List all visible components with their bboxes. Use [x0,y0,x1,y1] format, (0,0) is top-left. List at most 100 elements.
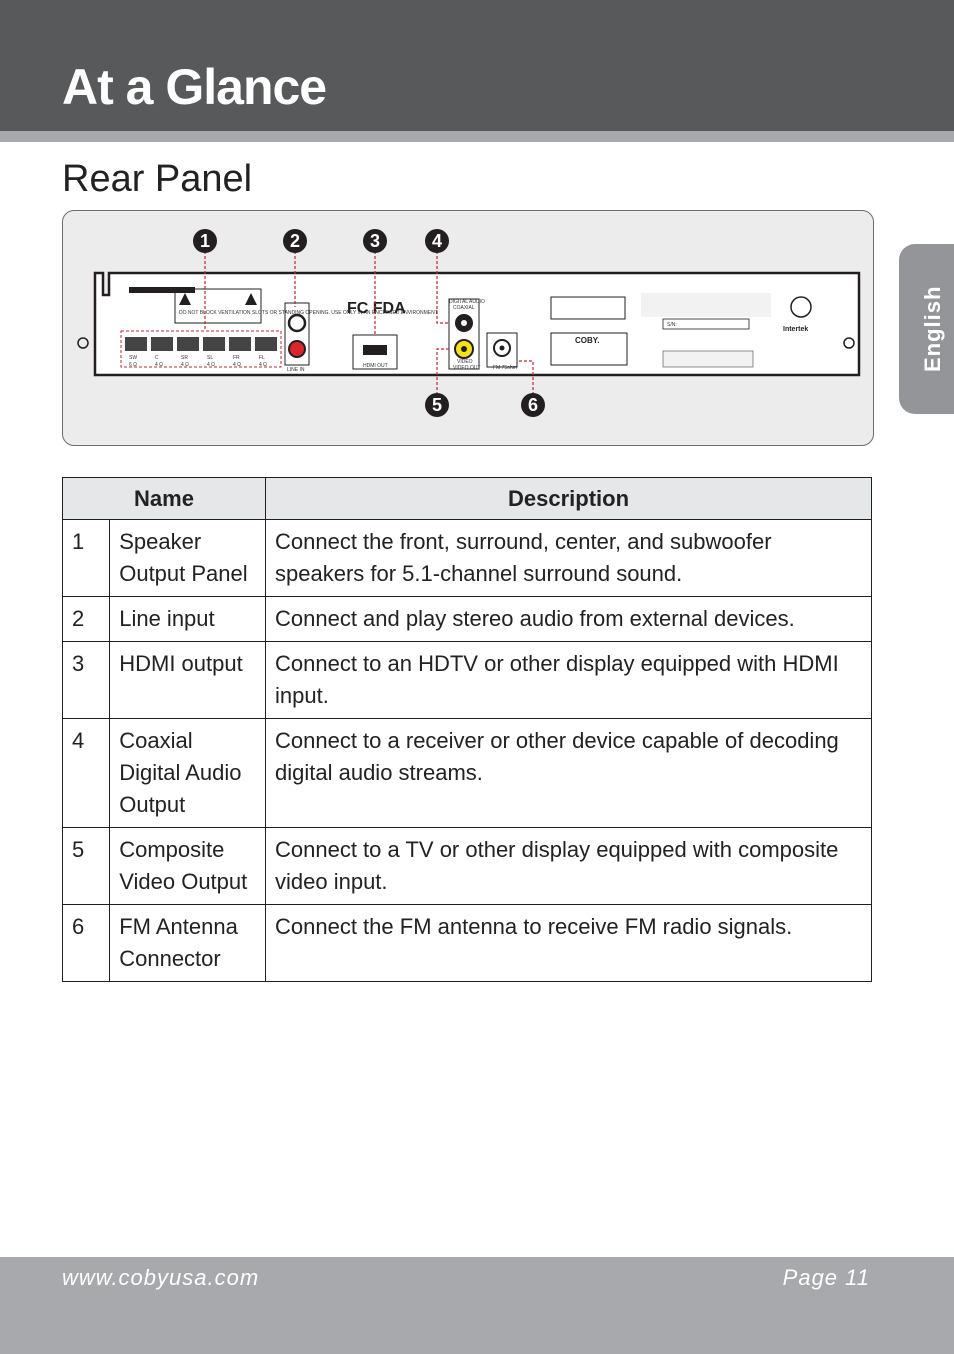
connections-table: Name Description 1 Speaker Output Panel … [61,477,872,982]
row-description: Connect to an HDTV or other display equi… [265,641,872,719]
row-description: Connect the front, surround, center, and… [265,519,872,597]
terminal-c [151,337,173,351]
ohm-label-fr: 4 Ω [233,362,241,368]
speaker-terminals: SW C SR SL FR FL 6 Ω 4 Ω 4 Ω 4 Ω 4 Ω 4 Ω [125,337,277,368]
table-row: 1 Speaker Output Panel Connect the front… [61,519,872,597]
name-header: Name [62,477,266,520]
speaker-label-sl: SL [207,355,213,361]
hdmi-port [363,345,387,355]
etl-logo [790,296,812,318]
warning-label [174,288,262,324]
fm-jack-pin [499,345,505,351]
line-in-left-jack [287,313,307,333]
speaker-label-sr: SR [181,355,188,361]
row-number: 5 [61,827,111,905]
terminal-sw [125,337,147,351]
terminal-fr [229,337,251,351]
terminal-sr [177,337,199,351]
header-rule [0,131,954,142]
ohm-label-sr: 4 Ω [181,362,189,368]
av-out-panel [448,298,480,370]
svg-text:3: 3 [370,231,380,251]
footer-url: www.cobyusa.com [62,1265,260,1290]
section-title: Rear Panel [62,158,253,200]
row-number: 3 [61,641,111,719]
row-name: FM Antenna Connector [109,904,266,982]
rear-panel-figure: DO NOT BLOCK VENTILATION SLOTS OR STANDI… [62,210,874,446]
serial-box [662,318,750,330]
caution-text: DO NOT BLOCK VENTILATION SLOTS OR STANDI… [179,310,438,316]
screw-left [77,337,89,349]
row-name: Speaker Output Panel [109,519,266,597]
coaxial-label: COAXIAL [453,305,475,311]
table-row: 3 HDMI output Connect to an HDTV or othe… [61,641,872,719]
footer-bar [0,1257,954,1354]
speaker-label-c: C [155,355,159,361]
terminal-sl [203,337,225,351]
screw-right [843,337,855,349]
row-number: 6 [61,904,111,982]
fcc-statement [641,293,771,317]
serial-label: S/N: [667,322,677,328]
row-name: Line input [109,596,266,642]
svg-text:2: 2 [290,231,300,251]
table-row: 4 Coaxial Digital Audio Output Connect t… [61,718,872,828]
speaker-label-fr: FR [233,355,240,361]
fm-label: FM 75ohm [493,365,517,371]
row-description: Connect the FM antenna to receive FM rad… [265,904,872,982]
table-row: 5 Composite Video Output Connect to a TV… [61,827,872,905]
table-row: 2 Line input Connect and play stereo aud… [61,596,872,642]
digital-audio-label: DIGITAL AUDIO [449,299,485,305]
svg-text:6: 6 [528,395,538,415]
header-bar [0,0,954,131]
ohm-label-c: 4 Ω [155,362,163,368]
fcc-fda-logo: FC FDA [347,300,406,317]
callout-5: 5 [425,393,449,417]
hdmi-panel [352,334,398,370]
callout-3: 3 [363,229,387,253]
intertek-label: Intertek [783,326,808,333]
callout-1: 1 [193,229,217,253]
coby-logo: COBY. [575,336,599,345]
dolby-statement [662,350,754,368]
row-description: Connect to a TV or other display equippe… [265,827,872,905]
page-title: At a Glance [62,59,327,115]
svg-text:5: 5 [432,395,442,415]
description-header: Description [265,477,872,520]
ohm-label-sw: 6 Ω [129,362,137,368]
line-in-label: LINE IN [287,367,305,373]
svg-text:4: 4 [432,231,442,251]
callout-2: 2 [283,229,307,253]
hdmi-label: HDMI OUT [363,363,388,369]
table-header-row: Name Description [62,477,872,520]
video-jack-pin [461,346,467,352]
coaxial-jack-pin [461,320,467,326]
line-in-right-jack [288,340,306,358]
language-tab [899,244,954,414]
row-name: HDMI output [109,641,266,719]
laser-label [550,296,626,320]
callout-4: 4 [425,229,449,253]
speaker-label-sw: SW [129,355,137,361]
language-tab-label: English [920,285,945,372]
rear-panel-diagram: DO NOT BLOCK VENTILATION SLOTS OR STANDI… [77,229,861,417]
ohm-label-sl: 4 Ω [207,362,215,368]
callout-leaders [204,241,534,405]
row-name: Coaxial Digital Audio Output [109,718,266,828]
svg-text:1: 1 [200,231,210,251]
video-out-label: VIDEO OUT [453,365,481,371]
rating-label [550,332,628,366]
page-number: Page 11 [782,1265,870,1290]
row-number: 2 [61,596,111,642]
speaker-panel-outline [120,330,282,368]
ohm-label-fl: 4 Ω [259,362,267,368]
warning-triangle-right-icon [245,293,257,305]
callout-6: 6 [521,393,545,417]
row-number: 1 [61,519,111,597]
row-description: Connect and play stereo audio from exter… [265,596,872,642]
fm-panel [486,332,518,368]
speaker-label-fl: FL [259,355,265,361]
row-name: Composite Video Output [109,827,266,905]
line-in-panel [284,302,310,366]
warning-triangle-left-icon [179,293,191,305]
